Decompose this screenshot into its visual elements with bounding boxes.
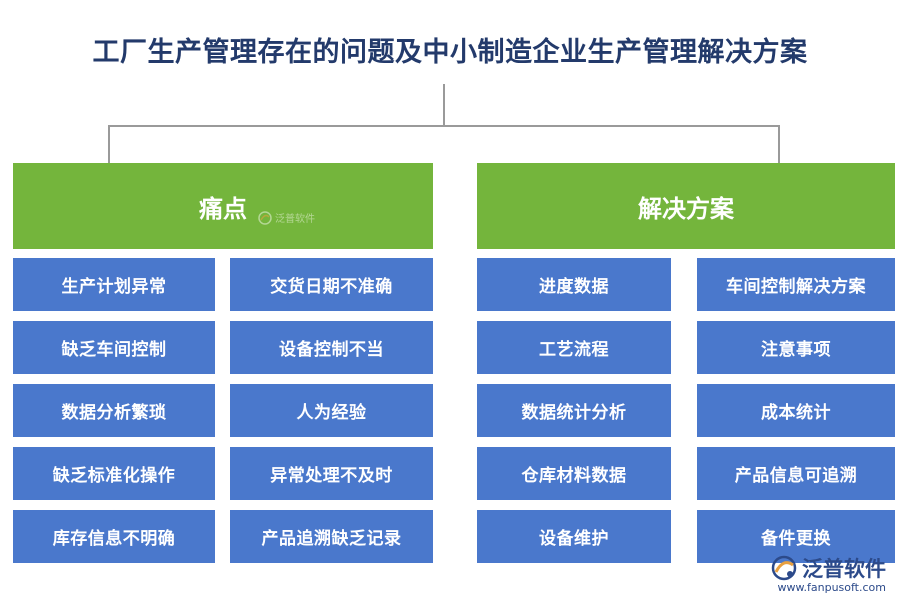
brand-logo: 泛普软件 www.fanpusoft.com [770,553,886,594]
solution-item: 车间控制解决方案 [697,258,895,311]
solution-item: 成本统计 [697,384,895,437]
solution-item: 进度数据 [477,258,671,311]
watermark-text: 泛普软件 [275,214,315,225]
solution-item: 仓库材料数据 [477,447,671,500]
connector-trunk [443,84,445,126]
connector-left-drop [108,125,110,163]
solution-item: 设备维护 [477,510,671,563]
logo-url: www.fanpusoft.com [777,581,886,594]
watermark: 泛普软件 [258,210,315,225]
fanpu-logo-icon [258,210,272,225]
connector-right-drop [778,125,780,163]
pain-point-item: 人为经验 [230,384,433,437]
pain-point-item: 设备控制不当 [230,321,433,374]
pain-point-item: 缺乏标准化操作 [13,447,215,500]
pain-point-item: 库存信息不明确 [13,510,215,563]
pain-point-item: 生产计划异常 [13,258,215,311]
solution-item: 注意事项 [697,321,895,374]
solutions-header: 解决方案 [477,163,895,249]
solution-item: 数据统计分析 [477,384,671,437]
logo-name: 泛普软件 [802,557,886,581]
solution-item: 产品信息可追溯 [697,447,895,500]
pain-point-item: 数据分析繁琐 [13,384,215,437]
fanpu-logo-icon [771,555,797,581]
pain-point-item: 交货日期不准确 [230,258,433,311]
pain-point-item: 产品追溯缺乏记录 [230,510,433,563]
pain-points-header: 痛点 [13,163,433,249]
solution-item: 备件更换 [697,510,895,563]
pain-point-item: 异常处理不及时 [230,447,433,500]
solution-item: 工艺流程 [477,321,671,374]
pain-point-item: 缺乏车间控制 [13,321,215,374]
diagram-title: 工厂生产管理存在的问题及中小制造企业生产管理解决方案 [92,37,808,68]
connector-horizontal [108,125,780,127]
